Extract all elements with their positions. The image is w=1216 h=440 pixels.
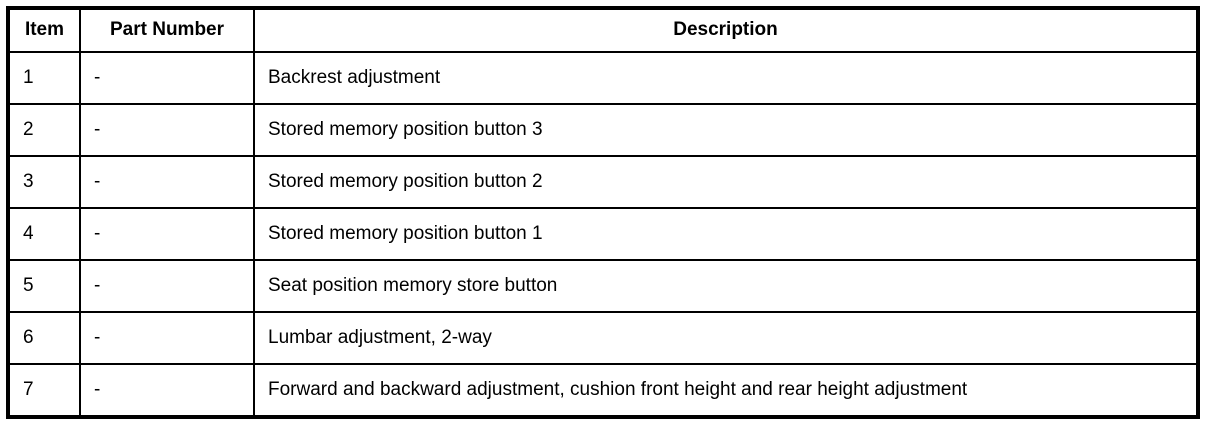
table-row: 2 - Stored memory position button 3 (7, 103, 1199, 157)
column-header-description: Description (253, 7, 1199, 53)
cell-part-number: - (79, 51, 255, 105)
cell-item: 7 (7, 363, 81, 418)
parts-table: Item Part Number Description 1 - Backres… (6, 6, 1200, 419)
cell-part-number: - (79, 207, 255, 261)
cell-description: Seat position memory store button (253, 259, 1199, 313)
cell-part-number: - (79, 103, 255, 157)
cell-description: Stored memory position button 3 (253, 103, 1199, 157)
cell-description: Backrest adjustment (253, 51, 1199, 105)
cell-part-number: - (79, 311, 255, 365)
cell-part-number: - (79, 259, 255, 313)
table-row: 7 - Forward and backward adjustment, cus… (7, 363, 1199, 418)
cell-item: 1 (7, 51, 81, 105)
cell-item: 5 (7, 259, 81, 313)
column-header-item: Item (7, 7, 81, 53)
cell-description: Stored memory position button 2 (253, 155, 1199, 209)
table-header-row: Item Part Number Description (7, 7, 1199, 53)
cell-item: 4 (7, 207, 81, 261)
table-row: 6 - Lumbar adjustment, 2-way (7, 311, 1199, 365)
cell-item: 6 (7, 311, 81, 365)
cell-description: Lumbar adjustment, 2-way (253, 311, 1199, 365)
cell-part-number: - (79, 363, 255, 418)
cell-part-number: - (79, 155, 255, 209)
table-row: 4 - Stored memory position button 1 (7, 207, 1199, 261)
cell-item: 2 (7, 103, 81, 157)
column-header-part-number: Part Number (79, 7, 255, 53)
cell-item: 3 (7, 155, 81, 209)
table-row: 5 - Seat position memory store button (7, 259, 1199, 313)
table-row: 1 - Backrest adjustment (7, 51, 1199, 105)
cell-description: Forward and backward adjustment, cushion… (253, 363, 1199, 418)
cell-description: Stored memory position button 1 (253, 207, 1199, 261)
table-row: 3 - Stored memory position button 2 (7, 155, 1199, 209)
